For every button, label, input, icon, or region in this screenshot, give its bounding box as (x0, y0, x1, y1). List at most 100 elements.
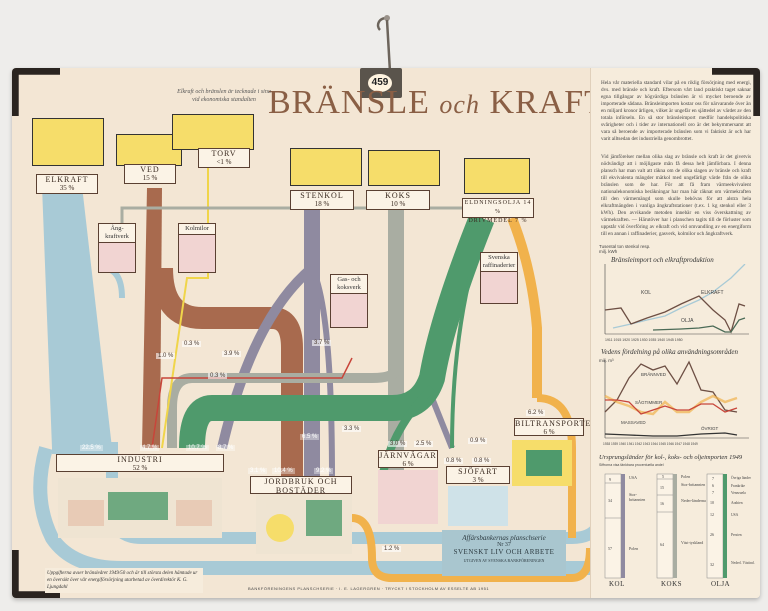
chart3-stacked-bars: 9 34 57 USA Stor- britannien Polen 5 15 … (604, 473, 755, 579)
flow-label: 0.3 % (208, 373, 228, 379)
label-2: DRIVMEDEL (468, 218, 513, 224)
series-subtitle: SVENSKT LIV OCH ARBETE (453, 548, 555, 556)
title-word-bransle: BRÄNSLE (268, 84, 430, 121)
chart2-ylabel: milj. m³ (599, 358, 614, 363)
chart1-title: Bränsleimport och elkraftproduktion (611, 256, 714, 264)
series-number: Nr 37 (497, 542, 511, 548)
value: 18 % (314, 200, 330, 208)
series-publisher: UTGIVEN AV SVENSKA BANKFÖRENINGEN (463, 558, 545, 563)
svg-text:7: 7 (712, 476, 714, 481)
svg-text:Väst-tyskland: Väst-tyskland (681, 540, 703, 545)
flow-label: 1.2 % (382, 546, 402, 552)
label: STENKOL (300, 191, 344, 200)
svg-text:1911 1915 1920 1925 1930: 1911 1915 1920 1925 1930 1935 1940 1945 … (605, 338, 683, 342)
svg-text:Nederl. Västind.: Nederl. Västind. (731, 561, 755, 565)
svg-text:7: 7 (712, 490, 714, 495)
value: 35 % (59, 184, 75, 192)
svg-text:Venezuela: Venezuela (731, 491, 746, 495)
poster-number: 459 (368, 74, 392, 92)
flow-label: 2.5 % (414, 441, 434, 447)
svg-text:ELKRAFT: ELKRAFT (701, 290, 724, 296)
title-word-kraft: KRAFT (489, 84, 606, 121)
label: ELDNINGSOLJA (464, 200, 521, 206)
source-eldningsolja-drivmedel: ELDNINGSOLJA 14 % DRIVMEDEL 7 % (462, 198, 534, 224)
svg-text:ÖVRIGT: ÖVRIGT (701, 425, 719, 431)
svg-text:10: 10 (710, 500, 714, 505)
consumer-jordbruk-bostader: JORDBRUK OCH BOSTÄDER 33 % (250, 476, 352, 503)
svg-text:MASSAVED: MASSAVED (621, 420, 646, 425)
chart2-title: Vedens fördelning på olika användningsom… (601, 348, 739, 356)
hanger-clip: 459 (360, 68, 402, 98)
chart3-subtitle: Siffrorna visa tänkbara procentuella and… (599, 463, 664, 467)
svg-text:Polen: Polen (629, 546, 638, 551)
svg-text:32: 32 (710, 562, 714, 567)
label: ELKRAFT (45, 175, 89, 184)
svg-text:USA: USA (629, 475, 637, 480)
stenkol-illustration (290, 148, 362, 186)
label: KOKS (385, 191, 411, 200)
value: 52 % (132, 464, 148, 472)
svg-text:Frankrike: Frankrike (731, 484, 745, 488)
value: <1 % (216, 158, 232, 166)
poster: 459 BRÄNSLE och KR (12, 68, 760, 598)
conversion-gas-koksverk: Gas- och koksverk (330, 274, 368, 328)
right-info-panel: Hela vår materiella standard vilar på en… (590, 68, 760, 598)
label: JÄRNVÄGAR (379, 451, 437, 460)
flow-label: 9.2 % (314, 468, 334, 474)
svg-text:USA: USA (731, 513, 739, 517)
printer-footer: BANKFÖRENINGENS PLANSCHSERIE · I. E. LAG… (248, 586, 490, 591)
svg-text:16: 16 (660, 501, 664, 506)
svg-text:KOL: KOL (641, 290, 651, 296)
value: 14 % (495, 200, 532, 215)
label: TORV (211, 149, 237, 158)
value-2: 7 % (515, 218, 528, 224)
svg-text:5: 5 (662, 474, 664, 479)
svg-text:OLJA: OLJA (681, 318, 694, 324)
flow-label: 3.1 % (248, 468, 268, 474)
svg-text:SÅGTIMMER: SÅGTIMMER (635, 399, 663, 405)
flow-label: 0.8 % (444, 458, 464, 464)
label: Svenska raffinaderier (481, 253, 517, 272)
svg-text:Stor-: Stor- (629, 492, 638, 497)
label: Kolmilor (179, 224, 215, 235)
label: JORDBRUK OCH BOSTÄDER (264, 477, 338, 495)
flow-label: 8.7 % (216, 445, 236, 451)
chart2-plot: BRÄNNVED SÅGTIMMER MASSAVED ÖVRIGT 1938 … (603, 360, 749, 446)
sjofart-illustration (448, 486, 508, 526)
series-name: Affärsbankernas planschserie (462, 534, 546, 542)
svg-text:britannien: britannien (629, 497, 645, 502)
svg-text:57: 57 (608, 546, 612, 551)
flow-label: 3.0 % (388, 441, 408, 447)
intro-paragraph-2: Vid jämförelser mellan olika slag av brä… (601, 154, 751, 237)
energy-flow-diagram (33, 168, 590, 582)
flow-label: 3.9 % (222, 351, 242, 357)
flow-label: 10.7 % (186, 445, 209, 451)
svg-text:Neder-länderna: Neder-länderna (681, 498, 706, 503)
jordbruk-illustration (256, 494, 352, 554)
koks-illustration (368, 150, 440, 186)
value: 3 % (472, 476, 484, 484)
conversion-svenska-raffinaderier: Svenska raffinaderier (480, 252, 518, 304)
svg-text:34: 34 (608, 498, 612, 503)
elkraft-illustration (32, 118, 104, 166)
label: SJÖFART (458, 467, 498, 476)
chart1-ylabel: Tusental ton stenkol resp. milj. kWh (599, 244, 651, 254)
stack-label-olja: OLJA (711, 580, 731, 588)
torv-illustration (172, 114, 254, 150)
label: VED (140, 165, 160, 174)
biltransporter-illustration (512, 440, 572, 486)
label: Gas- och koksverk (331, 275, 367, 294)
svg-text:9: 9 (609, 477, 611, 482)
olja-illustration (464, 158, 530, 194)
flow-label: 1.0 % (156, 353, 176, 359)
source-stenkol: STENKOL 18 % (290, 190, 354, 210)
svg-text:Arabien: Arabien (731, 501, 743, 505)
svg-text:15: 15 (660, 485, 664, 490)
consumer-industri: INDUSTRI 52 % (56, 454, 224, 472)
source-torv: TORV <1 % (198, 148, 250, 168)
label: INDUSTRI (117, 455, 163, 464)
intro-paragraph-1: Hela vår materiella standard vilar på en… (601, 80, 751, 142)
svg-text:64: 64 (660, 542, 664, 547)
poster-title: BRÄNSLE och KRAFT (268, 84, 606, 122)
svg-text:12: 12 (710, 512, 714, 517)
